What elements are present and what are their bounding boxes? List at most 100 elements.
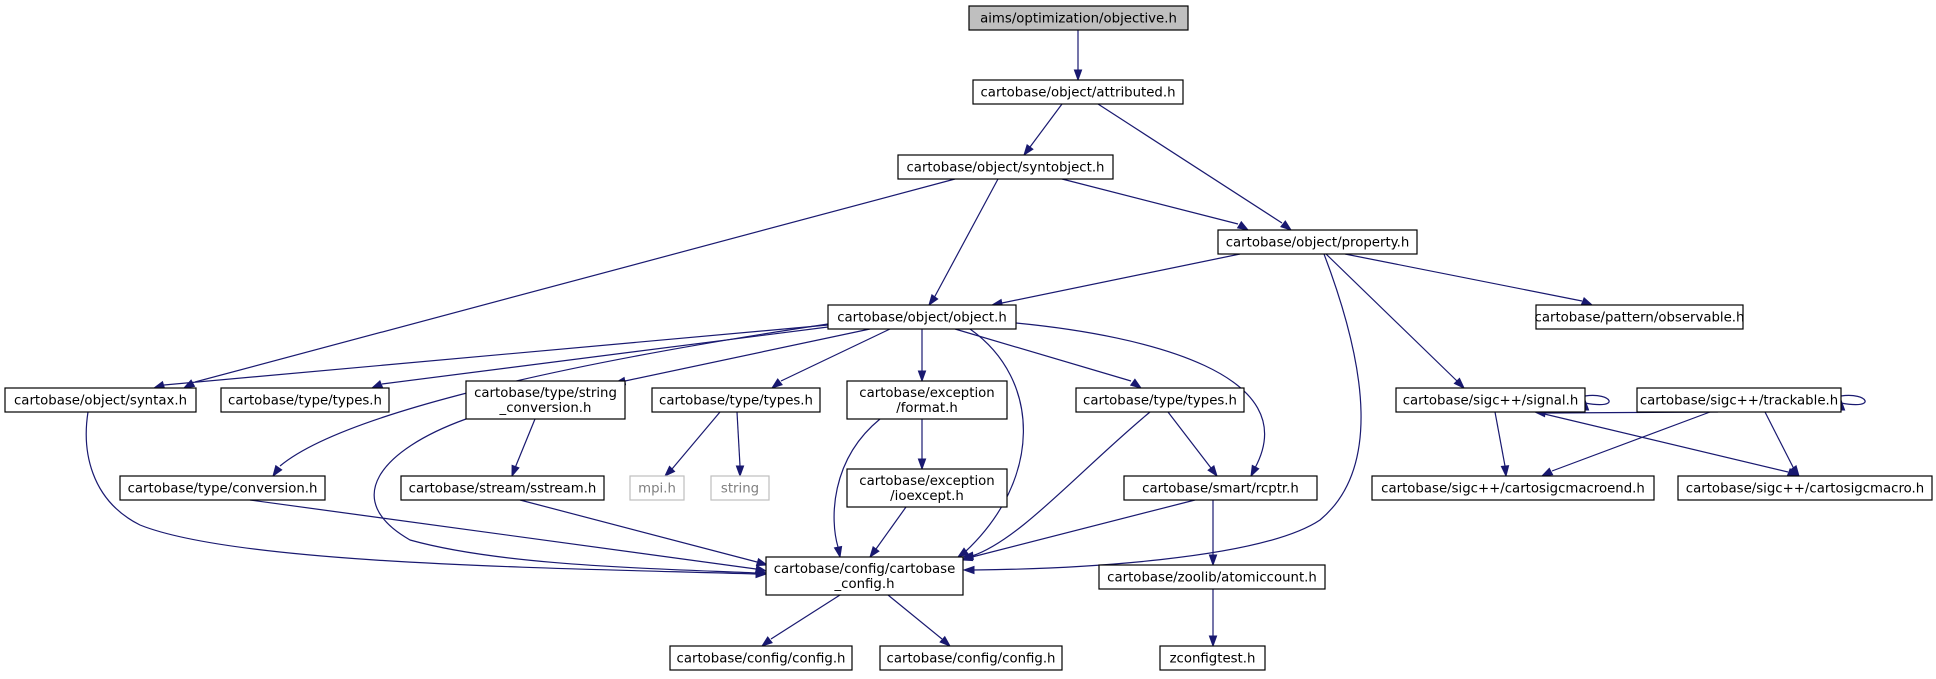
graph-node-n21[interactable]: cartobase/sigc++/cartosigcmacro.h [1677, 475, 1933, 501]
graph-node-n12[interactable]: cartobase/sigc++/signal.h [1395, 387, 1586, 413]
node-box[interactable] [4, 387, 197, 413]
node-box[interactable] [220, 387, 390, 413]
node-box[interactable] [846, 468, 1008, 508]
e-n8-n22-line [373, 418, 757, 574]
node-box[interactable] [968, 5, 1189, 31]
node-label: /ioexcept.h [890, 489, 964, 504]
e-n4-n22-line [964, 328, 1024, 553]
e-n4-n6 [152, 324, 829, 390]
e-n4-n22 [956, 328, 1024, 558]
graph-node-n2[interactable]: cartobase/object/syntobject.h [897, 154, 1114, 180]
graph-node-n10[interactable]: cartobase/exception/format.h [846, 380, 1008, 420]
node-box[interactable] [1636, 387, 1842, 413]
graph-node-n0[interactable]: aims/optimization/objective.h [968, 5, 1189, 31]
e-n1-n2-arrowhead [1023, 143, 1034, 157]
graph-node-n1[interactable]: cartobase/object/attributed.h [972, 79, 1184, 105]
node-label: cartobase/exception [859, 386, 994, 401]
node-box[interactable] [846, 380, 1008, 420]
graph-node-n7[interactable]: cartobase/type/types.h [220, 387, 390, 413]
e-n10-n18-arrowhead [917, 458, 927, 471]
e-n4-n7 [370, 326, 829, 389]
node-box[interactable] [669, 645, 853, 671]
node-box[interactable] [465, 380, 626, 420]
graph-node-n17[interactable]: string [710, 475, 770, 501]
e-n3-n22-arrowhead [962, 565, 975, 575]
node-box[interactable] [1217, 229, 1418, 255]
node-label: aims/optimization/objective.h [980, 12, 1177, 27]
graph-node-n20[interactable]: cartobase/sigc++/cartosigcmacroend.h [1371, 475, 1655, 501]
node-box[interactable] [897, 154, 1114, 180]
graph-node-n19[interactable]: cartobase/smart/rcptr.h [1123, 475, 1318, 501]
e-n9-n17-line [736, 411, 741, 467]
node-box[interactable] [765, 556, 964, 596]
e-n18-n22 [869, 506, 907, 559]
e-n22-n25-arrowhead [939, 635, 952, 647]
e-n22-n25 [887, 594, 952, 647]
e-n3-n5 [1344, 253, 1594, 306]
graph-node-n25[interactable]: cartobase/config/config.h [879, 645, 1063, 671]
node-label: cartobase/type/conversion.h [128, 482, 318, 497]
e-n4-n19 [1015, 322, 1266, 478]
e-n19-n23 [1208, 500, 1218, 567]
graph-node-n9[interactable]: cartobase/type/types.h [651, 387, 821, 413]
graph-node-n3[interactable]: cartobase/object/property.h [1217, 229, 1418, 255]
graph-node-n11[interactable]: cartobase/type/types.h [1075, 387, 1245, 413]
e-n4-n11-line [954, 328, 1132, 382]
e-n15-n22-arrowhead [755, 557, 769, 567]
e-n3-n12-line [1325, 253, 1458, 382]
node-label: string [721, 482, 759, 497]
e-n1-n2 [1023, 103, 1063, 157]
node-box[interactable] [1098, 564, 1326, 590]
graph-node-n24[interactable]: cartobase/config/config.h [669, 645, 853, 671]
graph-node-n8[interactable]: cartobase/type/string_conversion.h [465, 380, 626, 420]
e-n13-n20 [1540, 411, 1711, 477]
e-n11-n19 [1167, 411, 1218, 478]
node-label: cartobase/exception [859, 474, 994, 489]
graph-node-n6[interactable]: cartobase/object/syntax.h [4, 387, 197, 413]
e-n14-n22-arrowhead [754, 564, 768, 574]
node-box[interactable] [1395, 387, 1586, 413]
e-n3-n4-line [1001, 253, 1241, 304]
node-label: cartobase/sigc++/trackable.h [1640, 394, 1838, 409]
graph-node-n18[interactable]: cartobase/exception/ioexcept.h [846, 468, 1008, 508]
graph-node-n13[interactable]: cartobase/sigc++/trackable.h [1636, 387, 1842, 413]
graph-node-n14[interactable]: cartobase/type/conversion.h [119, 475, 326, 501]
node-box[interactable] [879, 645, 1063, 671]
node-label: cartobase/stream/sstream.h [409, 482, 597, 497]
e-n4-n8-line [624, 328, 871, 382]
node-box[interactable] [1535, 304, 1744, 330]
e-n4-n9 [770, 328, 891, 389]
node-box[interactable] [119, 475, 326, 501]
e-n19-n23-arrowhead [1208, 554, 1218, 567]
e-n10-n22-line [833, 418, 881, 548]
graph-node-n22[interactable]: cartobase/config/cartobase_config.h [765, 556, 964, 596]
node-box[interactable] [1677, 475, 1933, 501]
graph-node-n4[interactable]: cartobase/object/object.h [827, 304, 1017, 330]
node-box[interactable] [629, 475, 685, 501]
node-label: cartobase/type/types.h [228, 394, 382, 409]
graph-node-n23[interactable]: cartobase/zoolib/atomiccount.h [1098, 564, 1326, 590]
node-box[interactable] [1123, 475, 1318, 501]
e-n15-n22-line [519, 499, 758, 563]
e-n1-n3 [1097, 103, 1293, 231]
node-box[interactable] [400, 475, 605, 501]
e-n10-n22 [833, 418, 881, 559]
node-box[interactable] [710, 475, 770, 501]
node-box[interactable] [1159, 645, 1266, 671]
node-box[interactable] [972, 79, 1184, 105]
e-n4-n7-line [381, 326, 829, 385]
e-n4-n7-arrowhead [370, 380, 384, 389]
graph-node-n5[interactable]: cartobase/pattern/observable.h [1535, 304, 1745, 330]
node-box[interactable] [651, 387, 821, 413]
e-n22-n24-arrowhead [760, 636, 773, 647]
e-n18-n22-arrowhead [869, 545, 880, 559]
node-box[interactable] [1075, 387, 1245, 413]
graph-node-n16[interactable]: mpi.h [629, 475, 685, 501]
e-n2-n6-line [194, 178, 956, 383]
graph-node-n26[interactable]: zconfigtest.h [1159, 645, 1266, 671]
e-n13-n21-arrowhead [1789, 464, 1800, 478]
graph-node-n15[interactable]: cartobase/stream/sstream.h [400, 475, 605, 501]
node-box[interactable] [827, 304, 1017, 330]
e-n2-n6-arrowhead [182, 379, 196, 389]
node-box[interactable] [1371, 475, 1655, 501]
